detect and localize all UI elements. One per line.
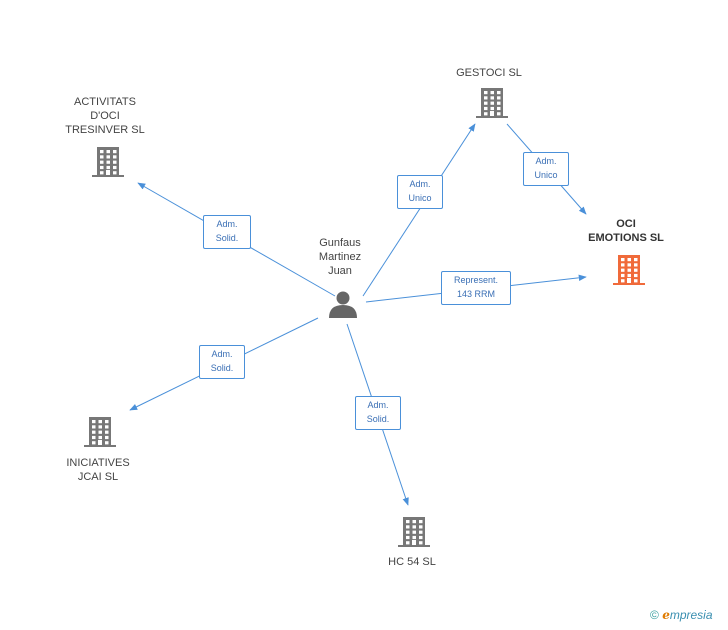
- building-icon[interactable]: [476, 88, 508, 118]
- node-label-activitats[interactable]: ACTIVITATS D'OCI TRESINVER SL: [65, 96, 145, 136]
- brand-watermark: © empresia: [650, 608, 713, 622]
- node-label-person[interactable]: Gunfaus Martinez Juan: [318, 237, 362, 277]
- building-icon[interactable]: [398, 517, 430, 547]
- edge-label-oci[interactable]: Represent. 143 RRM: [441, 271, 511, 305]
- edge-label-iniciatives[interactable]: Adm. Solid.: [199, 345, 245, 379]
- edge-label-activitats[interactable]: Adm. Solid.: [203, 215, 251, 249]
- edge-person-gestoci: [362, 123, 476, 297]
- building-icon[interactable]: [92, 147, 124, 177]
- node-label-iniciatives[interactable]: INICIATIVES JCAI SL: [66, 457, 130, 483]
- edge-label-gestoci[interactable]: Adm. Unico: [397, 175, 443, 209]
- person-icon[interactable]: [329, 291, 357, 319]
- node-label-hc54[interactable]: HC 54 SL: [388, 556, 436, 568]
- building-icon[interactable]: [84, 417, 116, 447]
- edge-label-oci[interactable]: Adm. Unico: [523, 152, 569, 186]
- node-label-gestoci[interactable]: GESTOCI SL: [456, 67, 522, 79]
- building-icon[interactable]: [613, 255, 645, 285]
- node-label-oci[interactable]: OCI EMOTIONS SL: [588, 218, 664, 244]
- edge-label-hc54[interactable]: Adm. Solid.: [355, 396, 401, 430]
